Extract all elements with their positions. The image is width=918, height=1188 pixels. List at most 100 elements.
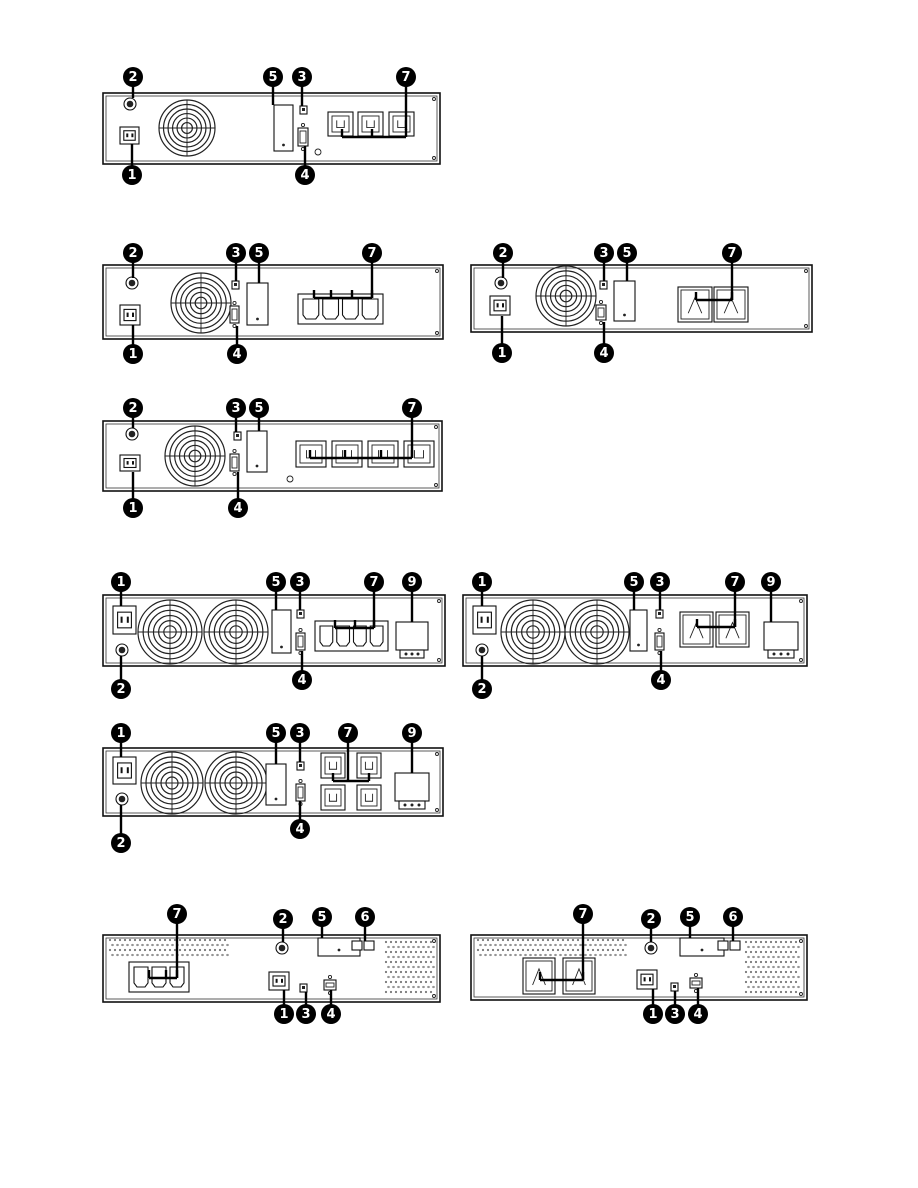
usb-port-icon xyxy=(231,280,240,290)
callout-number: 2 xyxy=(116,836,125,851)
terminal-block-icon xyxy=(394,772,430,810)
rear-panel-inner xyxy=(473,267,810,330)
callout-number: 1 xyxy=(648,1007,657,1022)
rs232-port-icon xyxy=(229,448,240,477)
callout-badge xyxy=(643,1004,663,1024)
callout-badge xyxy=(111,572,131,592)
screw-icon xyxy=(434,483,438,487)
ground-screw-icon xyxy=(286,475,294,483)
callout-number: 7 xyxy=(730,575,739,590)
callout-number: 7 xyxy=(369,575,378,590)
callout-number: 2 xyxy=(278,912,287,927)
intelligent-slot-cover xyxy=(265,763,287,806)
callout-badge xyxy=(249,243,269,263)
circuit-breaker-icon xyxy=(115,792,129,806)
callout-badge xyxy=(228,498,248,518)
callout-badge xyxy=(624,572,644,592)
callout-badge xyxy=(312,907,332,927)
callout-number: 3 xyxy=(297,70,306,85)
callout-badge xyxy=(227,344,247,364)
iec-output-receptacles xyxy=(128,961,190,993)
rs232-port-icon xyxy=(689,972,703,994)
schuko-outlet-icon xyxy=(357,111,384,137)
callout-number: 5 xyxy=(254,401,263,416)
callout-number: 4 xyxy=(297,673,306,688)
callout-badge xyxy=(594,243,614,263)
ac-input-socket-icon xyxy=(472,605,497,635)
callout-number: 1 xyxy=(279,1007,288,1022)
callout-number: 1 xyxy=(497,346,506,361)
callout-badge xyxy=(266,723,286,743)
screw-icon xyxy=(799,939,803,943)
iec-outlet-icon xyxy=(302,298,320,320)
callout-badge xyxy=(472,679,492,699)
callout-number: 4 xyxy=(326,1007,335,1022)
callout-badge xyxy=(680,907,700,927)
callout-badge xyxy=(641,909,661,929)
screw-icon xyxy=(804,324,808,328)
ventilation-holes xyxy=(384,940,435,994)
screw-icon xyxy=(799,658,803,662)
rear-panel-inner xyxy=(105,423,440,489)
callout-number: 1 xyxy=(116,575,125,590)
callout-number: 5 xyxy=(271,575,280,590)
rs232-port-icon xyxy=(595,299,607,326)
callout-number: 5 xyxy=(317,910,326,925)
callout-number: 4 xyxy=(295,822,304,837)
callout-number: 1 xyxy=(128,347,137,362)
schuko-outlet-icon xyxy=(388,111,415,137)
callout-badge xyxy=(274,1004,294,1024)
callout-badge xyxy=(290,572,310,592)
ground-screw-icon xyxy=(314,148,322,156)
universal-outlet-icon xyxy=(562,957,596,995)
cooling-fan-icon xyxy=(170,272,232,334)
usb-port-icon xyxy=(299,105,308,115)
callout-number: 3 xyxy=(670,1007,679,1022)
screw-icon xyxy=(435,752,439,756)
screw-icon xyxy=(799,992,803,996)
ac-input-socket-icon xyxy=(112,756,137,785)
schuko-outlet-icon xyxy=(367,440,399,468)
callout-badge xyxy=(290,819,310,839)
callout-number: 5 xyxy=(685,910,694,925)
circuit-breaker-icon xyxy=(125,276,139,290)
callout-badge xyxy=(123,243,143,263)
cooling-fan-icon xyxy=(535,265,597,327)
iec-outlet-icon xyxy=(341,298,359,320)
ventilation-holes xyxy=(108,938,229,957)
callout-number: 6 xyxy=(360,910,369,925)
screw-icon xyxy=(435,331,439,335)
iec-outlet-icon xyxy=(336,625,351,647)
ac-input-socket-icon xyxy=(112,605,137,635)
schuko-outlet-icon xyxy=(331,440,363,468)
callout-badge xyxy=(123,344,143,364)
callout-number: 4 xyxy=(656,673,665,688)
callout-badge xyxy=(167,904,187,924)
iec-output-receptacles xyxy=(314,620,389,652)
screw-icon xyxy=(435,808,439,812)
callout-badge xyxy=(226,243,246,263)
ac-input-socket-icon xyxy=(119,454,141,472)
callout-badge xyxy=(725,572,745,592)
ventilation-holes xyxy=(476,938,627,957)
callout-badge xyxy=(493,243,513,263)
screw-icon xyxy=(437,658,441,662)
intelligent-slot-cover xyxy=(273,104,294,152)
rear-panel-outline xyxy=(102,264,444,340)
cooling-fan-icon xyxy=(500,599,566,665)
cooling-fan-icon xyxy=(203,599,269,665)
callout-badge xyxy=(364,572,384,592)
callout-number: 7 xyxy=(401,70,410,85)
usb-port-icon xyxy=(599,280,608,290)
callout-number: 3 xyxy=(295,575,304,590)
callout-number: 3 xyxy=(301,1007,310,1022)
ac-input-socket-icon xyxy=(636,969,658,990)
terminal-block-icon xyxy=(395,621,429,659)
callout-badge xyxy=(226,398,246,418)
callout-number: 7 xyxy=(367,246,376,261)
